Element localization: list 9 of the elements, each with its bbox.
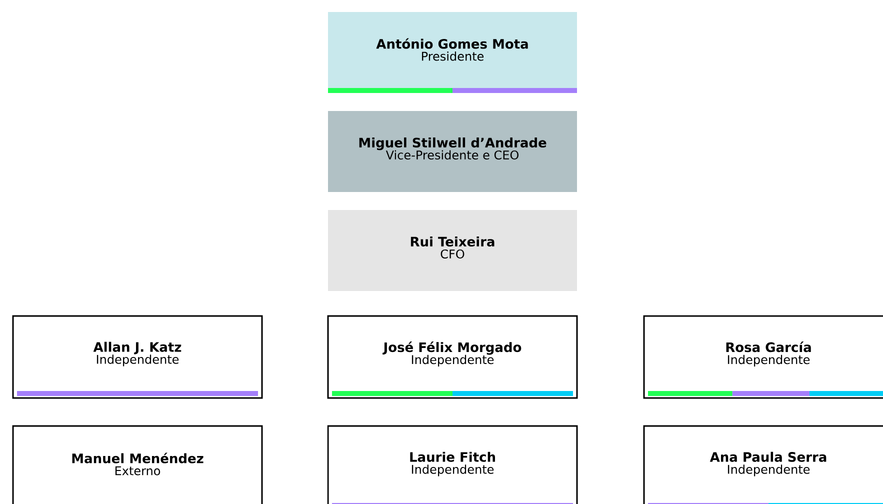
person-box: António Gomes Mota Presidente <box>328 12 577 93</box>
person-box: Miguel Stilwell d’Andrade Vice-Presidente e CEO <box>328 111 577 192</box>
person-box: Allan J. Katz Independente <box>12 315 263 399</box>
person-box: Rosa García Independente <box>643 315 883 399</box>
person-box: Rui Teixeira CFO <box>328 210 577 291</box>
person-box: Ana Paula Serra Independente <box>643 425 883 504</box>
person-box: Laurie Fitch Independente <box>327 425 578 504</box>
person-box: José Félix Morgado Independente <box>327 315 578 399</box>
person-box: Manuel Menéndez Externo <box>12 425 263 504</box>
